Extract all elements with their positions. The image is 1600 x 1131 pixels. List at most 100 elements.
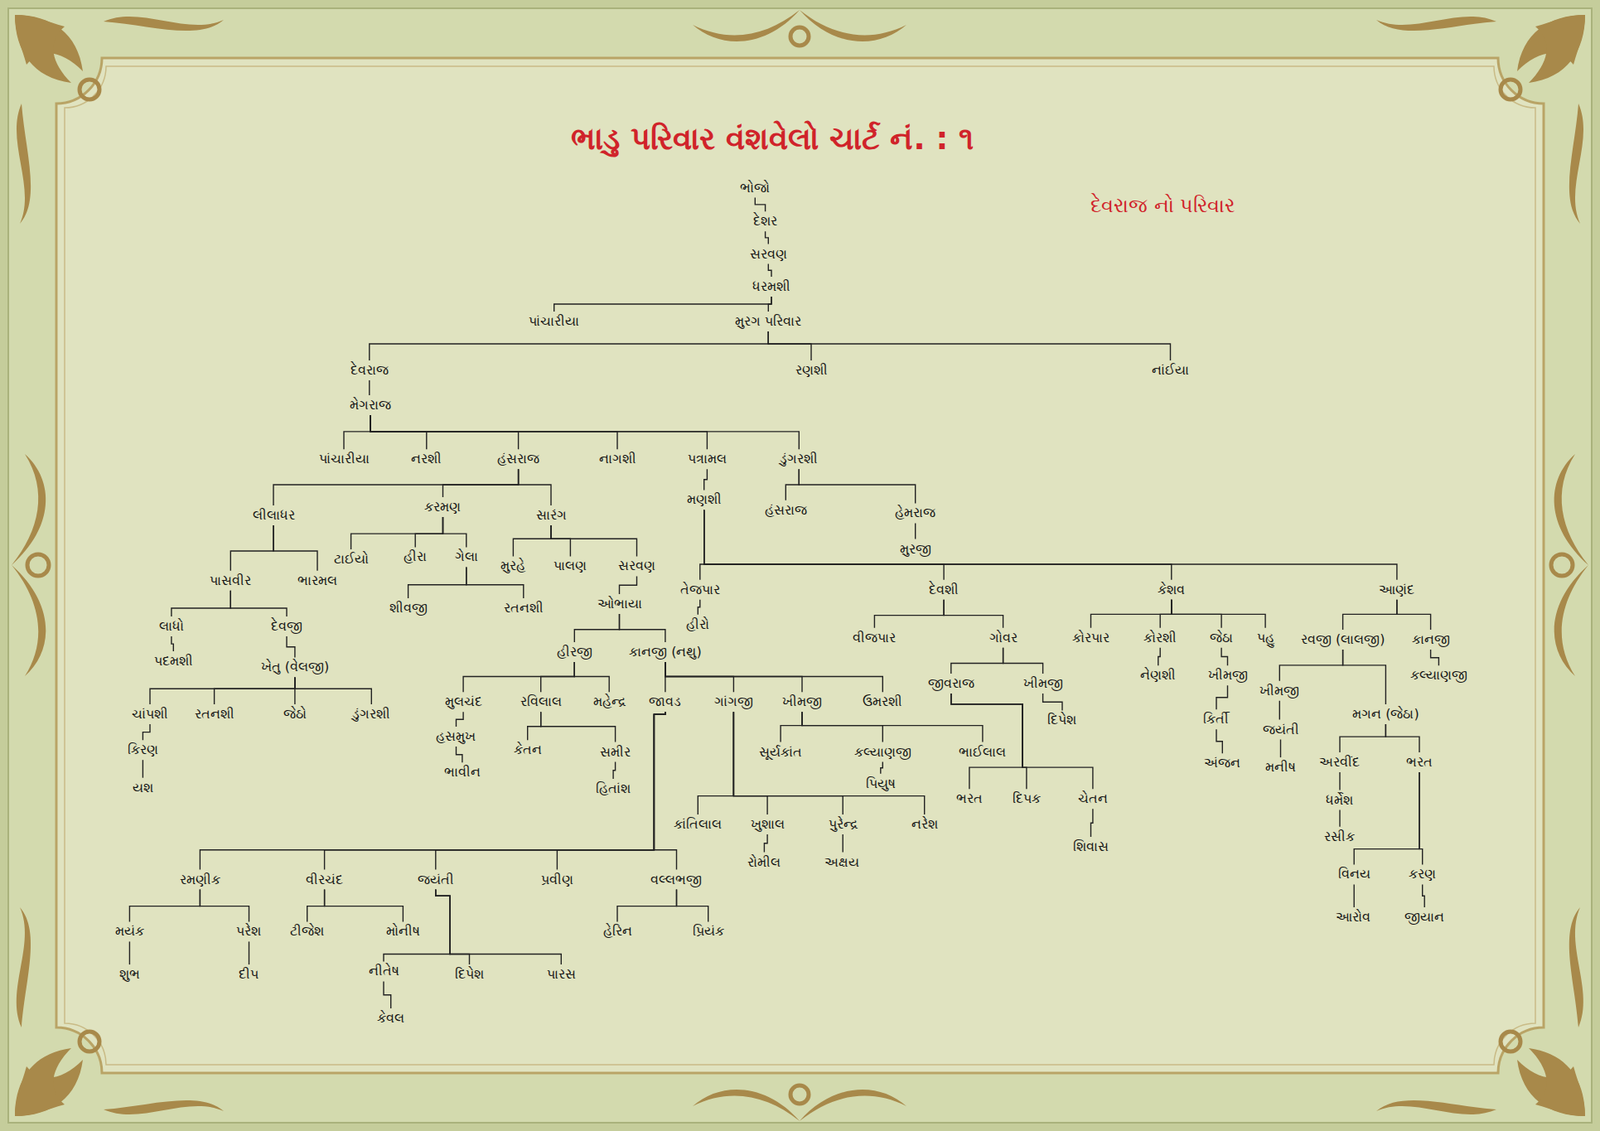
lineage-line (286, 636, 295, 658)
lineage-line (733, 711, 924, 815)
name-text: મહેન્દ્ર (593, 693, 626, 711)
person-name: પાંચારીયા (526, 312, 582, 331)
person-name: કેવલ (374, 1009, 407, 1028)
lineage-line (435, 889, 470, 966)
name-text: ચેતન (1077, 790, 1108, 808)
person-name: મેગરાજ (347, 396, 394, 415)
person-name: પ્રવીણ (538, 870, 576, 890)
person-name: જીયાન (1401, 908, 1447, 927)
name-text: હંસરાજ (764, 502, 808, 519)
name-text: ધરમશી (752, 278, 791, 295)
person-name: શુભ (116, 965, 143, 984)
name-text: જેઠો (283, 705, 307, 723)
person-name: રવિલાલ (517, 692, 565, 711)
person-name: ભરત (953, 789, 986, 808)
lineage-line (214, 676, 295, 705)
lineage-line (527, 711, 542, 740)
lineage-line (408, 566, 467, 599)
person-name: રમણીક (177, 870, 223, 890)
person-name: લીલાધર (250, 506, 298, 525)
name-text: નરશી (410, 450, 442, 468)
name-text: રોમીલ (747, 854, 781, 871)
name-text: જીયાન (1404, 908, 1445, 926)
name-text: નેણશી (1140, 667, 1176, 684)
person-name: શીવજી (386, 599, 431, 618)
lineage-line (142, 724, 150, 740)
person-name: પાંચારીયા (316, 449, 373, 469)
lineage-line (383, 889, 450, 962)
person-name: મગન (જેઠા) (1349, 705, 1422, 724)
lineage-line (704, 509, 1397, 580)
lineage-line (574, 662, 610, 692)
person-name: ચેતન (1075, 789, 1111, 808)
lineage-line (142, 759, 144, 779)
person-name: મુરગ પરિવાર (732, 312, 804, 331)
lineage-line (129, 941, 131, 965)
lineage-line (1396, 599, 1431, 630)
name-text: કલ્યાણજી (854, 744, 912, 761)
name-text: દિપક (1012, 790, 1041, 808)
person-name: નાંઈયા (1149, 361, 1192, 380)
lineage-line (733, 711, 843, 815)
person-name: સરવણ (615, 556, 658, 576)
person-name: કોરપાર (1069, 628, 1112, 648)
person-name: રસીક (1321, 827, 1358, 846)
name-text: ભાવીન (444, 763, 481, 781)
name-text: રવિલાલ (520, 693, 562, 711)
person-name: ભાઈલાલ (956, 743, 1009, 762)
name-text: નરેશ (911, 816, 938, 833)
person-name: હેમરાજ (892, 503, 938, 523)
person-name: ખીમજી (1020, 674, 1066, 693)
lineage-line (415, 517, 443, 547)
name-text: પિયુષ (865, 775, 896, 793)
lineage-line (463, 662, 575, 692)
lineage-line (676, 889, 709, 923)
lineage-line (443, 517, 467, 547)
name-text: રમણીક (179, 871, 221, 889)
name-text: ખુશાલ (750, 816, 785, 833)
person-name: મનીષ (1262, 758, 1299, 777)
lineage-line (1343, 599, 1397, 630)
lineage-line (199, 889, 249, 923)
lineage-line (785, 468, 799, 501)
lineage-line (1339, 724, 1386, 753)
person-name: જયંતી (1260, 720, 1302, 740)
lineage-line (1353, 772, 1420, 866)
person-name: વિનય (1335, 865, 1373, 884)
name-text: ગોવર (989, 629, 1018, 647)
name-text: હીરો (686, 616, 710, 634)
lineage-line (551, 525, 571, 557)
lineage-line (874, 599, 944, 629)
name-text: જયંતી (1262, 721, 1300, 739)
person-name: આરોવ (1333, 908, 1373, 927)
person-name: નરેશ (908, 815, 941, 834)
lineage-line (1338, 810, 1340, 827)
person-name: રવજી (લાલજી) (1298, 630, 1388, 649)
person-name: રતનશી (501, 599, 547, 618)
lineage-line (768, 331, 1170, 361)
lineage-line (1216, 685, 1228, 710)
person-name: ડુંગરશી (777, 449, 821, 469)
lineage-line (613, 762, 616, 779)
person-name: ધરમશી (749, 277, 793, 296)
name-text: ટાઈયો (333, 551, 369, 568)
name-text: ચાંપશી (131, 705, 169, 723)
name-text: ભારમલ (297, 572, 338, 590)
person-name: કાનજી (નથુ) (626, 642, 705, 662)
name-text: ગાંગજી (714, 693, 754, 711)
lineage-line (763, 834, 768, 853)
lineage-line (1091, 808, 1093, 837)
person-name: વલ્લભજી (647, 870, 705, 890)
name-text: ગેલા (454, 548, 479, 566)
person-name: દેવરાજ (348, 361, 392, 380)
lineage-line (149, 676, 295, 705)
person-name: રણશી (792, 361, 831, 380)
lineage-line (1338, 772, 1340, 791)
lineage-line (951, 693, 1027, 789)
lineage-line (1171, 599, 1266, 629)
lineage-line (704, 509, 1172, 580)
lineage-line (369, 331, 769, 361)
lineage-line (665, 662, 883, 692)
name-text: શિવાસ (1073, 838, 1109, 856)
